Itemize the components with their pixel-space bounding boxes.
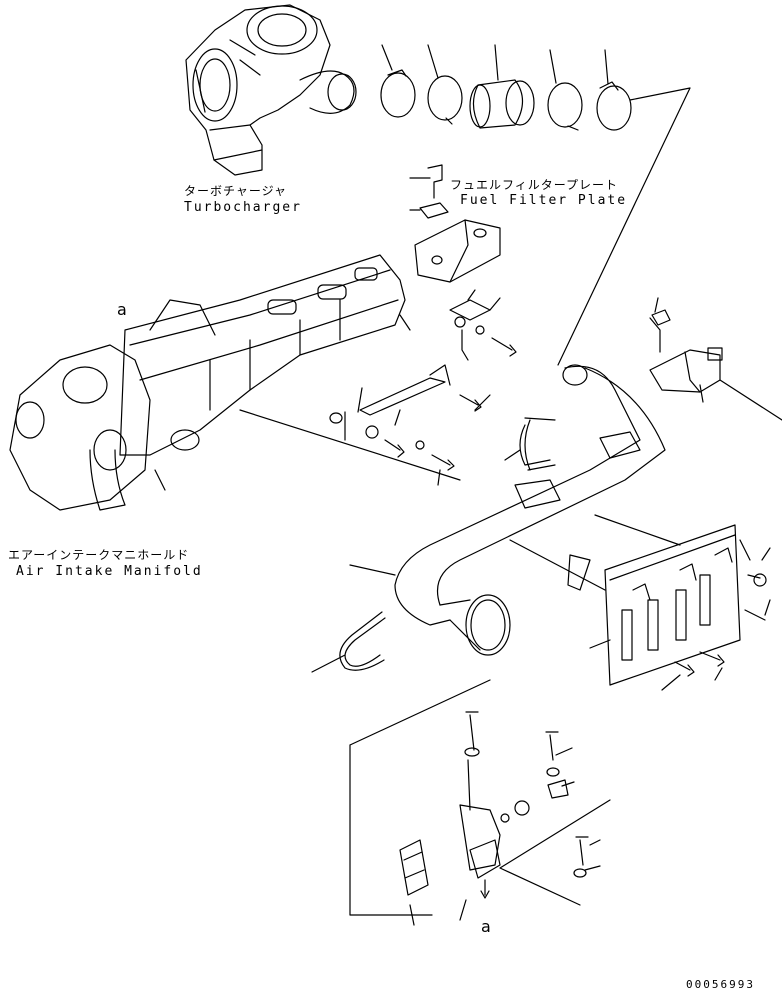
mounting-plate <box>567 514 771 691</box>
turbocharger-label-jp: ターボチャージャ <box>184 184 288 198</box>
air-pipe <box>349 364 666 656</box>
turbocharger-label-en: Turbocharger <box>184 200 302 215</box>
turbocharger <box>185 4 357 176</box>
air-intake-manifold <box>9 254 461 511</box>
reference-a-bottom: a <box>481 917 492 936</box>
brackets-and-bolts <box>329 289 517 486</box>
fuel-filter-plate-label-en: Fuel Filter Plate <box>460 193 628 208</box>
fuel-filter-plate <box>409 164 501 283</box>
document-number: 00056993 <box>686 978 755 991</box>
upper-right-bracket <box>649 297 782 421</box>
air-intake-manifold-label-jp: エアーインテークマニホールド <box>8 548 190 562</box>
fuel-filter-plate-label-jp: フュエルフィルタープレート <box>450 178 619 192</box>
hose-clamps <box>380 44 691 366</box>
reference-a-top: a <box>117 300 128 319</box>
air-intake-manifold-label-en: Air Intake Manifold <box>16 564 203 579</box>
u-bolt <box>311 611 386 673</box>
detail-a-box <box>349 679 611 926</box>
